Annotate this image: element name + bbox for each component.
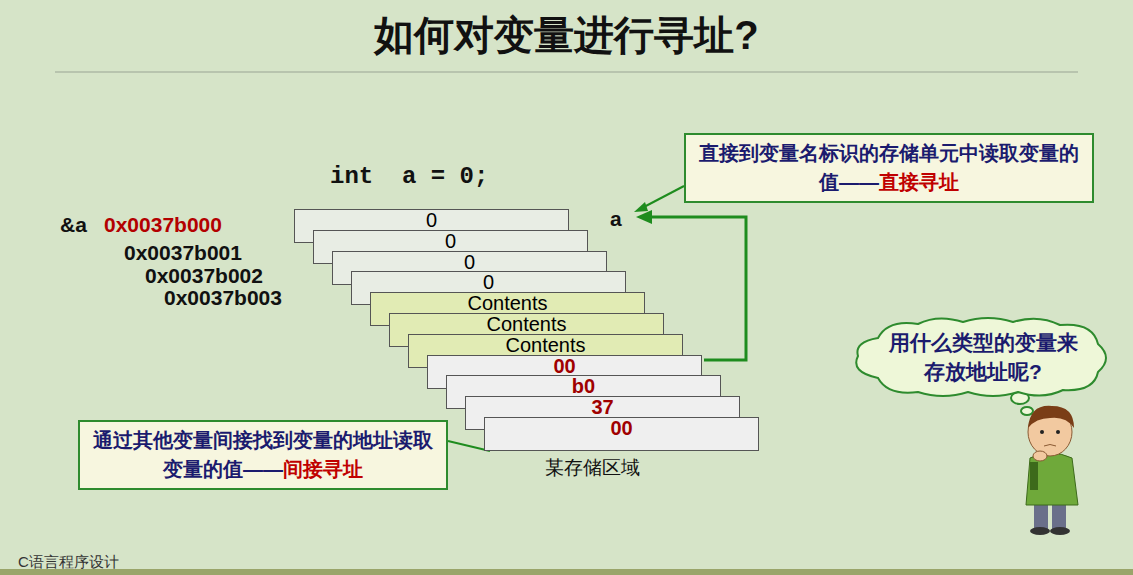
variable-name: a bbox=[610, 207, 622, 231]
address: 0x0037b000 bbox=[104, 213, 222, 237]
address: 0x0037b001 bbox=[124, 241, 242, 265]
title: 如何对变量进行寻址? bbox=[0, 8, 1133, 63]
address: 0x0037b002 bbox=[145, 264, 263, 288]
code-line: int a = 0; bbox=[330, 163, 488, 190]
cell-value: Contents bbox=[371, 293, 644, 313]
region-caption: 某存储区域 bbox=[545, 455, 640, 481]
callout-box: 直接到变量名标识的存储单元中读取变量的值——直接寻址 bbox=[684, 133, 1094, 203]
cloud-outline bbox=[848, 316, 1114, 398]
cell-value: 0 bbox=[314, 231, 587, 251]
callout-box: 通过其他变量间接找到变量的地址读取变量的值——间接寻址 bbox=[78, 420, 448, 490]
leader-line bbox=[642, 186, 684, 208]
cell-value: Contents bbox=[390, 314, 663, 334]
cell-value: 00 bbox=[485, 418, 758, 438]
cell-value: 00 bbox=[428, 356, 701, 376]
cell-value: Contents bbox=[409, 335, 682, 355]
memory-cell: 00 bbox=[484, 417, 759, 451]
callout-term: 直接寻址 bbox=[879, 171, 959, 193]
cloud-text: 用什么类型的变量来存放地址呢? bbox=[882, 328, 1084, 386]
cell-value: 37 bbox=[466, 397, 739, 417]
footer-bar bbox=[0, 569, 1133, 575]
cell-value: 0 bbox=[352, 272, 625, 292]
callout-term: 间接寻址 bbox=[283, 458, 363, 480]
title-rule bbox=[55, 71, 1078, 73]
cell-value: 0 bbox=[295, 210, 568, 230]
cell-value: 0 bbox=[333, 252, 606, 272]
thinking-man bbox=[1026, 406, 1078, 535]
thought-cloud: 用什么类型的变量来存放地址呢? bbox=[848, 316, 1114, 398]
cloud-text-box: 用什么类型的变量来存放地址呢? bbox=[882, 324, 1084, 390]
thought-bubble bbox=[1021, 407, 1033, 415]
arrow-head bbox=[636, 210, 652, 224]
cell-value: b0 bbox=[447, 376, 720, 396]
leader-head bbox=[634, 202, 648, 212]
footer: C语言程序设计 bbox=[18, 553, 119, 572]
callout-text: 通过其他变量间接找到变量的地址读取变量的值—— bbox=[93, 429, 433, 480]
address: 0x0037b003 bbox=[164, 286, 282, 310]
address-of: &a bbox=[60, 213, 87, 237]
